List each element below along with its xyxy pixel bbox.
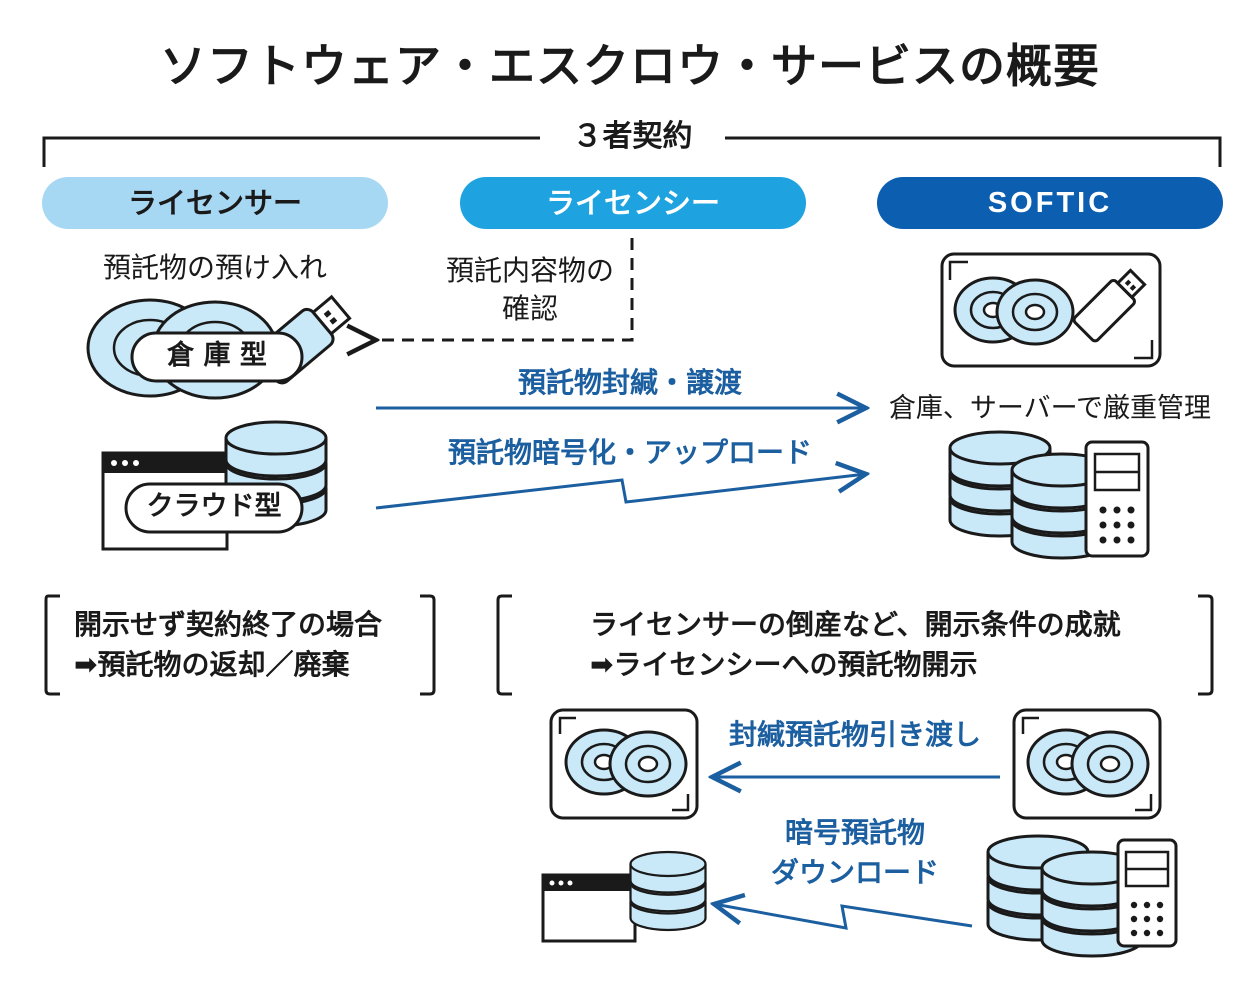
licensee-pill: ライセンシー bbox=[460, 177, 806, 229]
disclosure-line1: ライセンサーの倒産など、開示条件の成就 bbox=[590, 608, 1121, 641]
contract-label: ３者契約 bbox=[572, 119, 693, 154]
softic-server-icon bbox=[950, 432, 1150, 558]
softic-warehouse-icon bbox=[940, 252, 1162, 368]
warehouse-type-label: 倉 庫 型 bbox=[167, 340, 267, 371]
disclosure-bracket bbox=[496, 594, 1214, 696]
softic-release-discs-icon bbox=[1012, 708, 1162, 820]
sealed-handover-label: 封緘預託物引き渡し bbox=[728, 718, 981, 751]
licensee-received-discs-icon bbox=[549, 708, 699, 820]
encrypt-upload-arrow bbox=[375, 474, 866, 510]
cloud-type-label: クラウド型 bbox=[146, 491, 282, 522]
softic-pill: SOFTIC bbox=[877, 177, 1223, 229]
licensor-pill: ライセンサー bbox=[42, 177, 388, 229]
encrypted-download-arrow bbox=[714, 904, 973, 930]
deposit-label: 預託物の預け入れ bbox=[102, 251, 327, 284]
seal-transfer-label: 預託物封緘・譲渡 bbox=[517, 366, 742, 399]
storage-label: 倉庫、サーバーで厳重管理 bbox=[888, 393, 1212, 424]
encrypted-download-line1: 暗号預託物 bbox=[784, 816, 925, 849]
licensee-received-cloud-icon bbox=[541, 852, 706, 943]
softic-release-server-icon bbox=[988, 836, 1178, 956]
encrypt-upload-label: 預託物暗号化・アップロード bbox=[447, 436, 812, 469]
no-disclosure-bracket bbox=[44, 594, 436, 696]
page-title: ソフトウェア・エスクロウ・サービスの概要 bbox=[160, 39, 1100, 93]
disclosure-line2: ➡ライセンシーへの預託物開示 bbox=[590, 648, 978, 681]
contract-bracket bbox=[42, 136, 1222, 167]
cloud-storage-icon bbox=[101, 422, 326, 551]
confirm-label-line2: 確認 bbox=[501, 292, 558, 325]
encrypted-download-line2: ダウンロード bbox=[770, 856, 939, 889]
no-disclosure-line2: ➡預託物の返却／廃棄 bbox=[74, 648, 350, 681]
confirm-label-line1: 預託内容物の bbox=[445, 254, 614, 287]
no-disclosure-line1: 開示せず契約終了の場合 bbox=[74, 608, 383, 641]
warehouse-media-icon bbox=[86, 294, 352, 400]
confirm-dashed-arrow bbox=[376, 238, 634, 340]
